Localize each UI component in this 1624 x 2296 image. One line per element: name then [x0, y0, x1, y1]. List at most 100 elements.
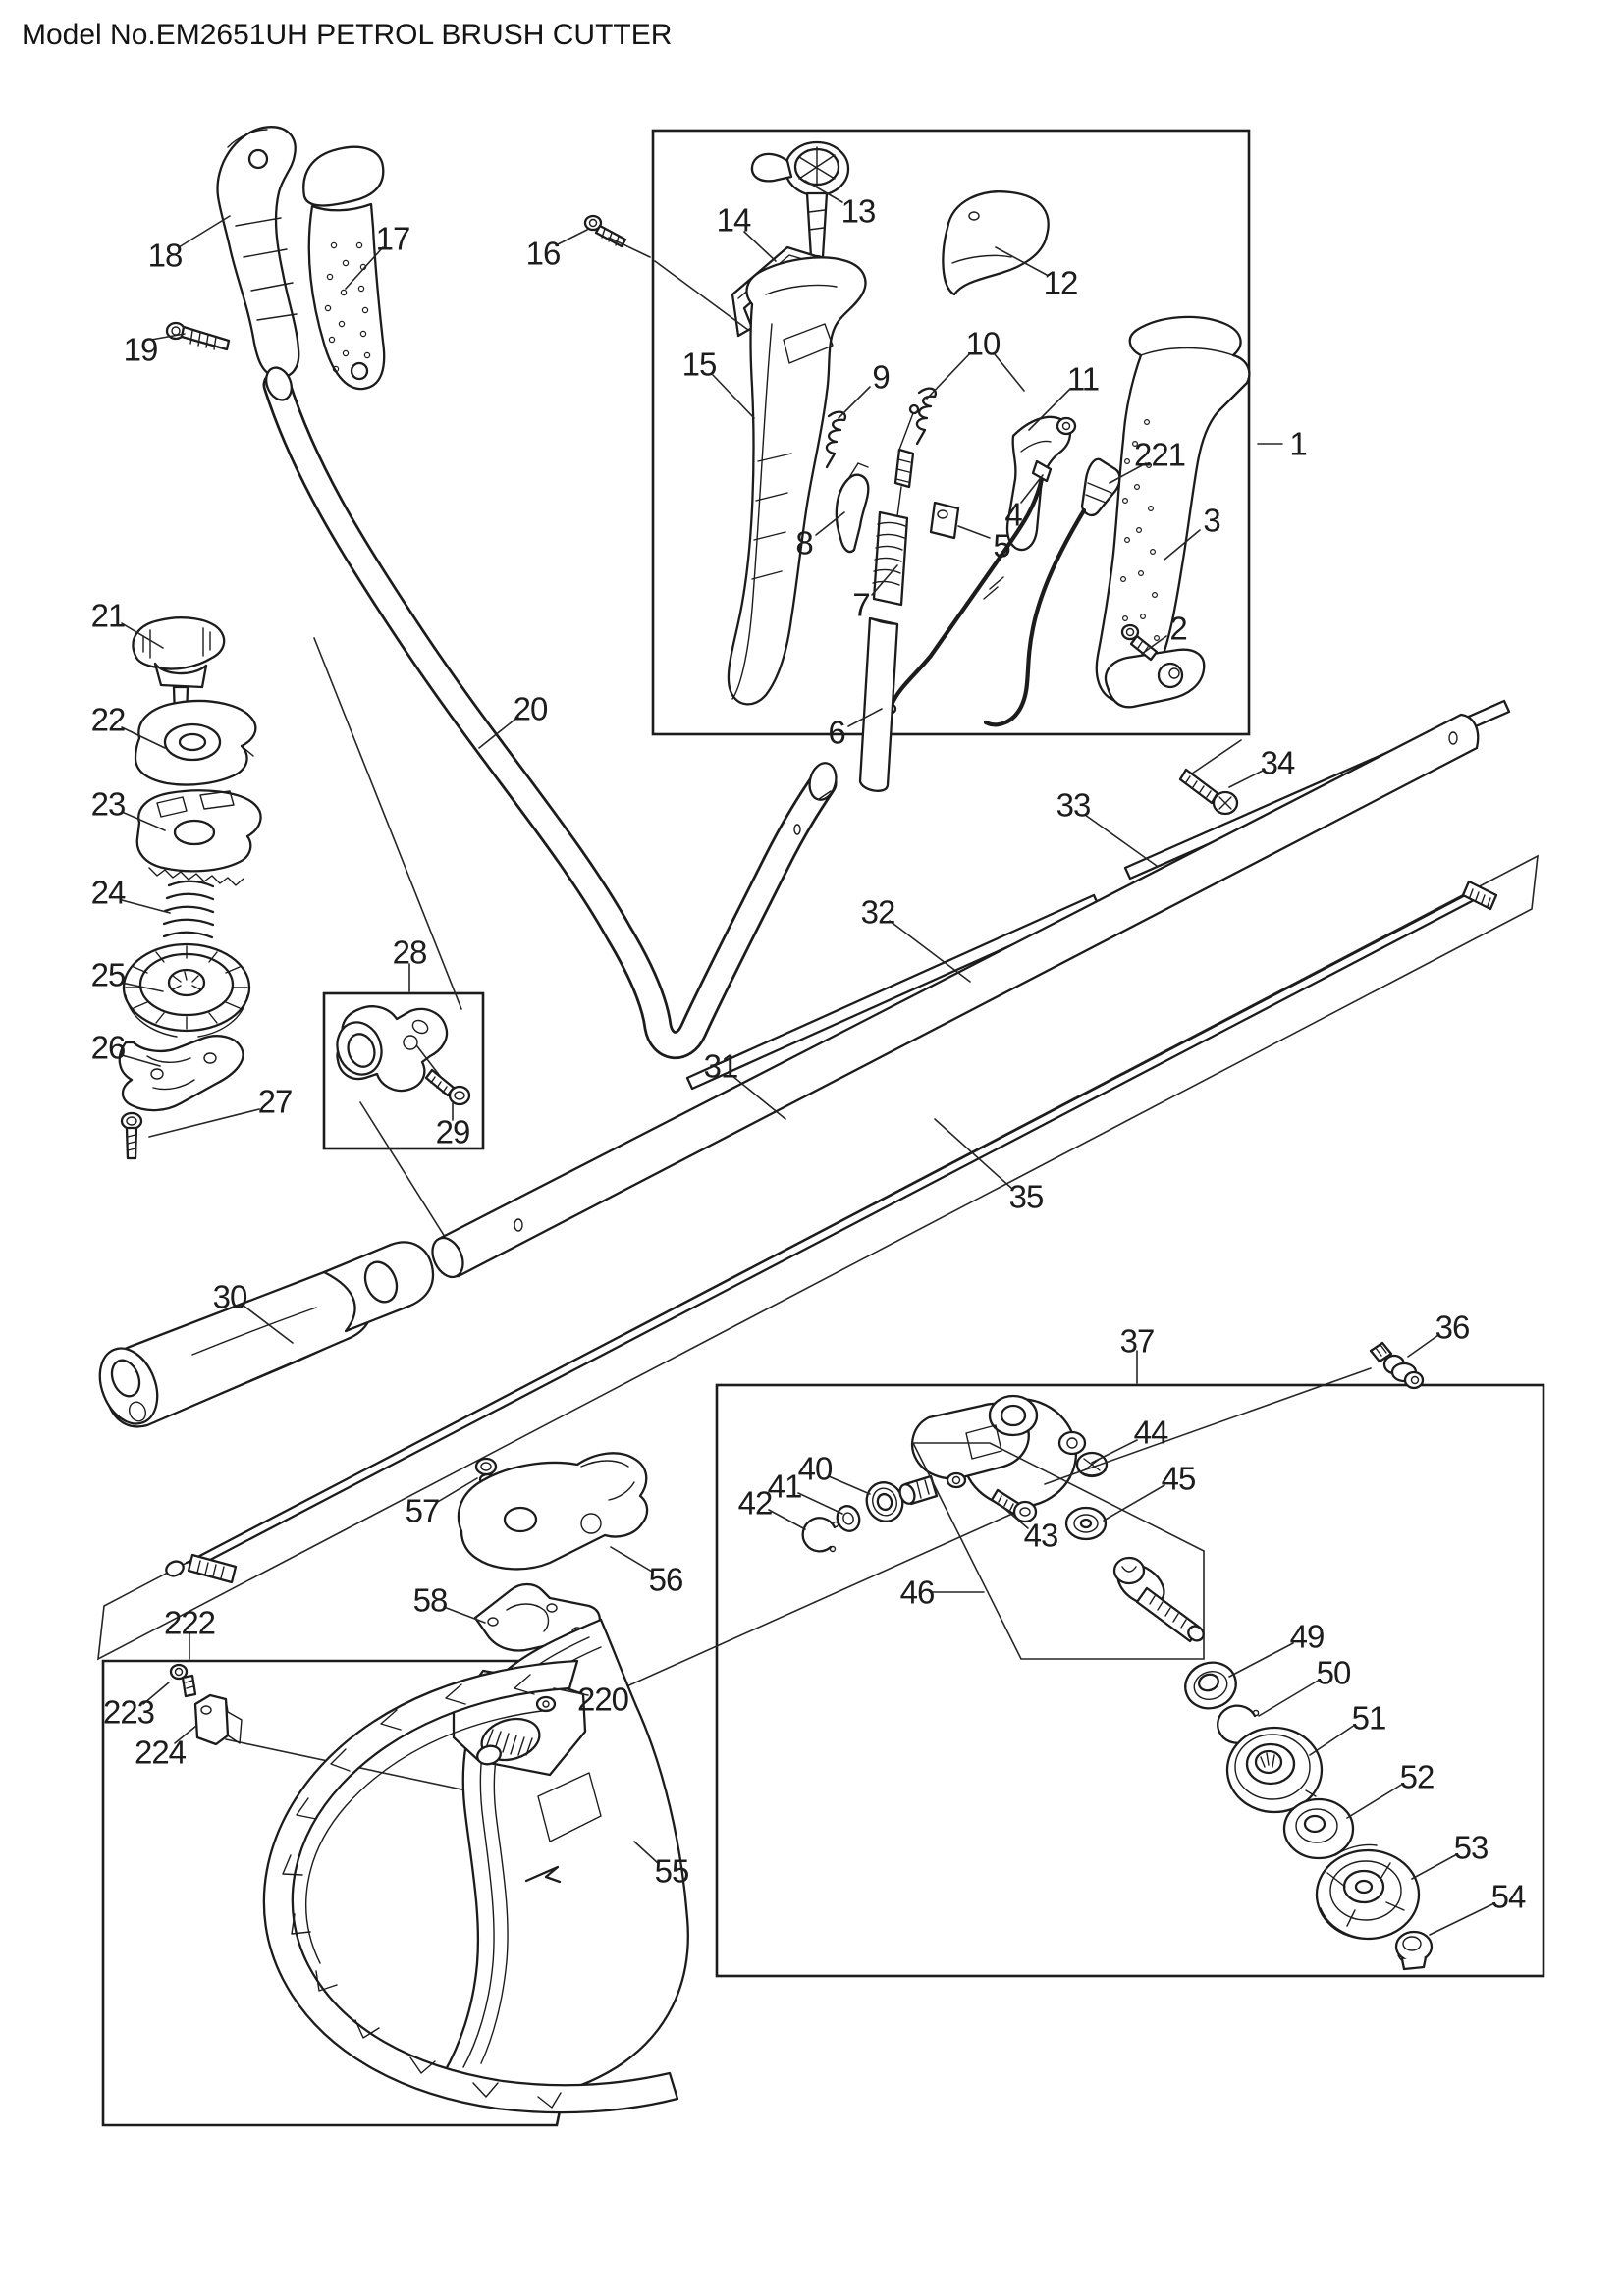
part-callout-41: 41: [768, 1468, 802, 1505]
part-callout-17: 17: [376, 221, 410, 257]
part-40-bearing: [865, 1481, 904, 1522]
part-52-washer: [1282, 1797, 1355, 1860]
part-callout-223: 223: [103, 1694, 154, 1731]
part-callout-222: 222: [164, 1605, 215, 1641]
part-callout-1: 1: [1289, 426, 1306, 462]
part-27-bolt: [120, 1111, 143, 1160]
part-callout-19: 19: [124, 332, 158, 368]
part-callout-45: 45: [1162, 1461, 1196, 1497]
part-callout-30: 30: [213, 1279, 247, 1315]
part-callout-27: 27: [258, 1084, 293, 1120]
part-17-grip-half: [302, 145, 386, 391]
part-34-screw: [1178, 768, 1239, 816]
part-callout-24: 24: [91, 875, 126, 911]
part-41-washer: [836, 1505, 861, 1532]
part-49-bearing: [1184, 1661, 1237, 1710]
part-callout-12: 12: [1044, 265, 1078, 301]
part-24-spring: [162, 880, 215, 952]
part-callout-46: 46: [900, 1575, 935, 1611]
part-28-clamp-detail: [336, 1005, 449, 1093]
part-callout-10: 10: [966, 326, 1001, 362]
part-10-spring: [915, 387, 938, 446]
part-53-spool-holder: [1315, 1843, 1421, 1941]
part-callout-56: 56: [649, 1562, 683, 1598]
part-callout-29: 29: [436, 1114, 470, 1150]
part-callout-20: 20: [514, 691, 548, 727]
part-callout-37: 37: [1120, 1323, 1155, 1360]
part-callout-58: 58: [413, 1582, 448, 1619]
part-callout-40: 40: [798, 1451, 833, 1487]
part-callout-6: 6: [828, 715, 844, 751]
part-5-block: [929, 501, 960, 540]
part-19-screw: [165, 321, 231, 351]
clamp-detail-box: [322, 991, 485, 1150]
part-callout-4: 4: [1004, 497, 1022, 533]
part-223-screw: [169, 1663, 197, 1698]
part-35-flexible-shaft: [165, 880, 1498, 1584]
part-callout-33: 33: [1056, 787, 1091, 824]
leader-lines: [121, 180, 1495, 1936]
part-56-clamp-cover: [457, 1452, 649, 1571]
part-45-washer: [1064, 1506, 1108, 1541]
part-callout-8: 8: [795, 525, 812, 561]
gear-case-assembly-box: [715, 1383, 1545, 1978]
part-26-clamp-bottom: [118, 1035, 244, 1112]
part-callout-55: 55: [655, 1853, 689, 1890]
part-42-snap-ring: [801, 1517, 839, 1553]
part-callout-36: 36: [1435, 1309, 1470, 1346]
part-callout-28: 28: [393, 934, 427, 971]
part-callout-42: 42: [738, 1485, 773, 1522]
part-25-ratchet-disc: [122, 942, 251, 1038]
part-6-tube: [858, 510, 909, 792]
part-callout-13: 13: [841, 193, 876, 230]
part-callout-18: 18: [148, 238, 183, 274]
throttle-handle-assembly-box: [651, 129, 1251, 736]
part-callout-50: 50: [1317, 1655, 1351, 1691]
part-15-housing-half: [727, 256, 867, 706]
part-callout-224: 224: [135, 1735, 187, 1771]
part-18-grip-half: [216, 126, 300, 379]
part-3-housing-half: [1095, 315, 1251, 709]
part-8-lever: [835, 462, 870, 554]
part-callout-44: 44: [1134, 1415, 1168, 1451]
part-callout-5: 5: [993, 528, 1009, 564]
part-9-spring: [825, 410, 847, 469]
part-51-pulley: [1225, 1726, 1324, 1814]
part-callout-21: 21: [91, 598, 126, 634]
part-callout-31: 31: [704, 1048, 738, 1085]
part-2-screw: [1120, 623, 1159, 662]
part-callout-34: 34: [1261, 745, 1295, 781]
part-7-rod: [887, 403, 920, 590]
part-224-bracket: [193, 1693, 243, 1746]
part-callout-52: 52: [1400, 1759, 1435, 1795]
part-callout-49: 49: [1290, 1619, 1325, 1655]
part-callout-15: 15: [682, 347, 717, 383]
part-222-blade-cover: [262, 1659, 679, 2114]
part-callout-32: 32: [861, 894, 895, 931]
part-31-outer-pipe: [431, 713, 1480, 1279]
part-43-screw: [990, 1488, 1038, 1523]
part-20-handlebar-tube: [262, 366, 838, 1059]
part-callout-43: 43: [1024, 1518, 1058, 1554]
part-callout-51: 51: [1352, 1700, 1386, 1736]
part-callout-3: 3: [1203, 503, 1219, 539]
part-callout-26: 26: [91, 1030, 126, 1066]
part-13-cap: [750, 140, 850, 268]
part-30-sleeve: [98, 1241, 435, 1428]
part-pinion-shaft: [898, 1474, 939, 1506]
part-callout-2: 2: [1169, 611, 1186, 647]
part-12-cover: [942, 190, 1050, 296]
part-callout-220: 220: [577, 1682, 629, 1718]
part-46-arbor-group: [911, 1442, 1205, 1660]
part-callout-35: 35: [1009, 1179, 1044, 1215]
part-29-screw: [416, 1045, 471, 1106]
part-callout-23: 23: [91, 786, 126, 823]
part-callout-54: 54: [1491, 1879, 1526, 1915]
part-54-nut: [1394, 1930, 1434, 1971]
part-callout-57: 57: [406, 1493, 440, 1529]
part-callout-11: 11: [1067, 361, 1099, 398]
part-callout-25: 25: [91, 957, 126, 993]
part-22-clamp-upper: [134, 699, 257, 786]
page-title: Model No.EM2651UH PETROL BRUSH CUTTER: [22, 19, 672, 51]
